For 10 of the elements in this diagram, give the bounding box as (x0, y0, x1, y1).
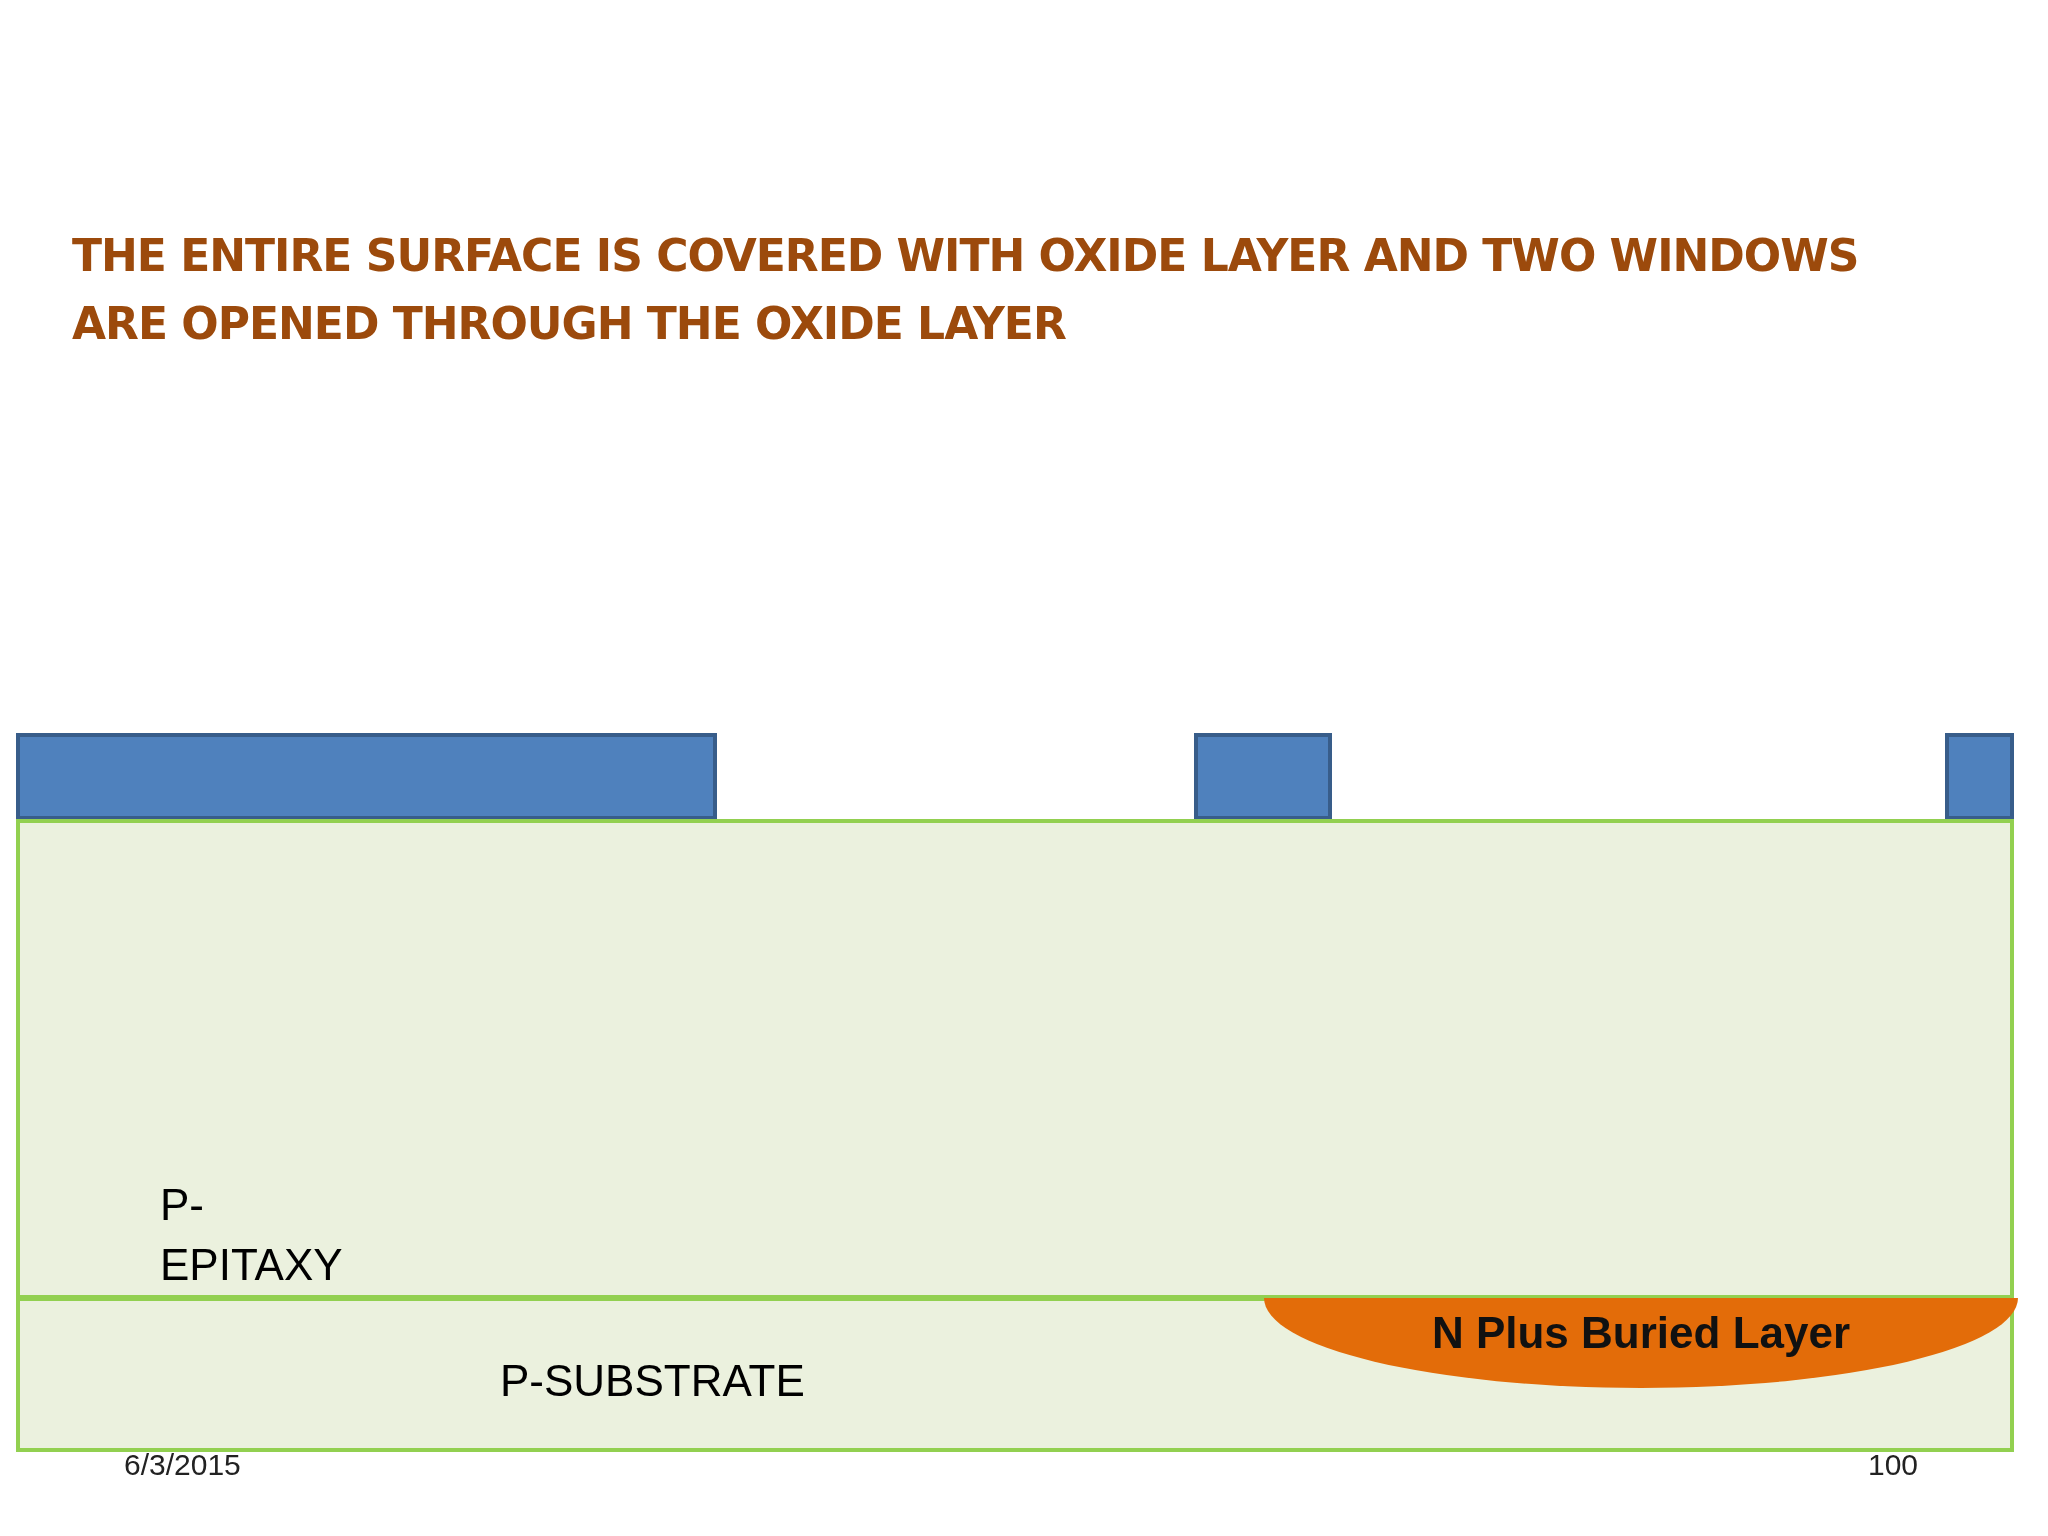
oxide-block (1945, 733, 2014, 820)
oxide-block (1194, 733, 1332, 820)
page-number: 100 (1868, 1448, 1919, 1482)
date-label: 6/3/2015 (124, 1448, 241, 1482)
slide-title: THE ENTIRE SURFACE IS COVERED WITH OXIDE LAYER AND TWO WINDOWS ARE OPENED THROUGH THE OXIDE LAYER (72, 229, 1860, 351)
epitaxy-layer (16, 819, 2014, 1299)
layer-label: P-SUBSTRATE (500, 1355, 806, 1407)
oxide-block (16, 733, 717, 820)
layer-label: P- EPITAXY (160, 1179, 344, 1291)
layer-label: N Plus Buried Layer (1430, 1308, 1852, 1358)
